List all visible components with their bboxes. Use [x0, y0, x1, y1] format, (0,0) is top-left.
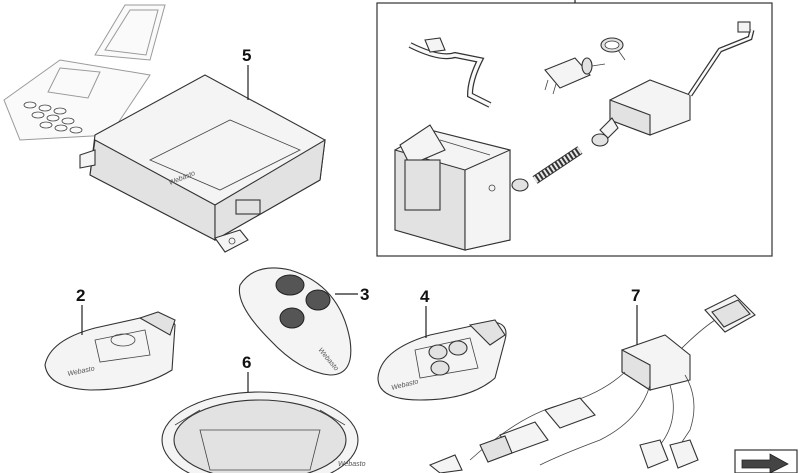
callout-2: 2: [76, 286, 85, 305]
oval-display-part-6: Webasto: [161, 391, 366, 473]
brand-mark-6: Webasto: [338, 461, 366, 468]
flex-pipe: [532, 146, 583, 184]
wiring-harness-part-7: [428, 294, 756, 473]
mobile-phone-illustration: [3, 4, 166, 141]
callout-7: 7: [631, 286, 640, 305]
exhaust-silencer: [599, 21, 755, 139]
remote-fob-part-4: Webasto: [377, 319, 507, 401]
heater-kit-frame: [376, 0, 773, 257]
control-unit-part-5: Webasto: [79, 74, 326, 253]
hose-clamp-top: [600, 37, 626, 61]
callout-6: 6: [242, 353, 251, 372]
remote-fob-part-2: Webasto: [44, 311, 176, 391]
callout-4: 4: [420, 287, 430, 306]
hose-clamp-lower: [511, 133, 609, 192]
arrow-badge-icon: [734, 449, 798, 473]
callout-3: 3: [360, 285, 369, 304]
fuel-line-hose: [408, 37, 492, 108]
remote-key-part-3: Webasto: [238, 267, 352, 376]
callout-5: 5: [242, 46, 251, 65]
fuel-pump: [544, 57, 606, 95]
heater-unit: [394, 124, 511, 251]
